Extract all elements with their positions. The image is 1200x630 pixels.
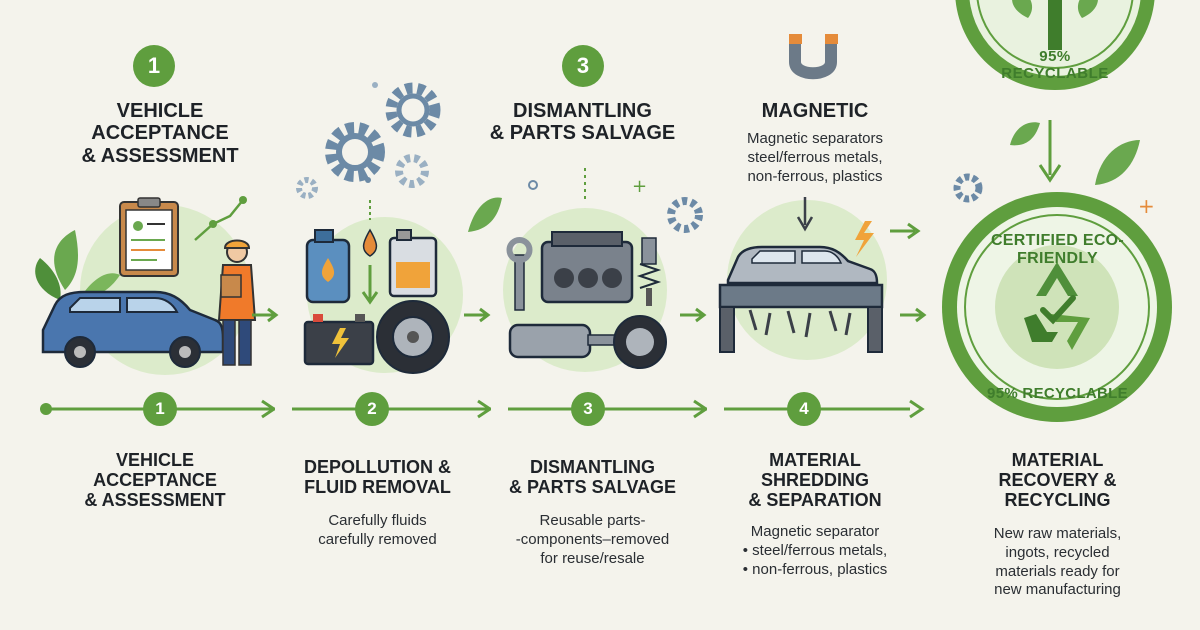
flow-arrow: [252, 307, 279, 323]
trend-line: [194, 199, 244, 241]
shredder-icon: [718, 283, 884, 353]
leaf-icon: [1010, 122, 1040, 146]
top-recyclable-badge: [955, 0, 1155, 90]
timeline-number-text: 2: [367, 399, 377, 418]
flow-arrow: [900, 307, 927, 323]
decorative-leaves: +: [1010, 120, 1155, 218]
bottom-step-1-title: VEHICLE ACCEPTANCE & ASSESSMENT: [84, 450, 226, 511]
badge-top-text: CERTIFIED ECO-FRIENDLY: [990, 232, 1125, 267]
depollution-illustration: [296, 82, 463, 374]
badge-bottom-text: 95% RECYCLABLE: [987, 385, 1128, 402]
top-step-3-title: DISMANTLING & PARTS SALVAGE: [489, 100, 676, 145]
gear-icon: [395, 154, 429, 188]
bottom-step-2-description: Carefully fluids carefully removed: [318, 512, 437, 548]
flow-arrow: [464, 307, 491, 323]
gear-icon: [325, 122, 385, 182]
gear-icon: [953, 173, 983, 203]
oil-drop-icon: [362, 228, 378, 257]
bottom-step-5-description: New raw materials, ingots, recycled mate…: [993, 525, 1122, 599]
leaf-icon: [468, 197, 502, 232]
leaf-icon: [1095, 140, 1140, 185]
top-step-4-description: Magnetic separators steel/ferrous metals…: [747, 130, 883, 185]
flow-arrow: [680, 307, 707, 323]
process-timeline: [40, 399, 925, 419]
gear-icon: [296, 177, 318, 199]
bottom-step-4-description: Magnetic separator • steel/ferrous metal…: [742, 523, 888, 578]
gear-icon: [667, 197, 703, 233]
worker-icon: [217, 239, 257, 366]
shredder-illustration: [718, 197, 921, 360]
bottom-step-3-description: Reusable parts- -components–removed for …: [515, 512, 670, 567]
step-number-badge-1: 1: [133, 45, 175, 87]
bottom-step-5-title: MATERIAL RECOVERY & RECYCLING: [998, 450, 1117, 511]
vehicle-acceptance-illustration: [35, 196, 257, 375]
eco-friendly-badge: [942, 192, 1172, 422]
shock-absorber-icon: [636, 237, 662, 306]
engine-icon: [540, 231, 634, 304]
bottom-step-3-title: DISMANTLING & PARTS SALVAGE: [508, 457, 676, 498]
svg-text:+: +: [632, 176, 647, 197]
top-badge-text: 95% RECYCLABLE: [1001, 48, 1109, 82]
lightning-icon: [855, 221, 874, 257]
battery-icon: [303, 314, 375, 366]
step-number-text: 3: [576, 53, 590, 78]
dismantling-illustration: +: [468, 168, 703, 372]
top-step-4-title: MAGNETIC: [761, 100, 869, 122]
magnet-icon: [789, 34, 838, 80]
tire-icon: [613, 315, 667, 369]
timeline-number-text: 3: [583, 399, 593, 418]
timeline-step-1: 1: [143, 392, 177, 426]
timeline-step-2: 2: [355, 392, 389, 426]
car-icon: [726, 245, 879, 285]
step-number-badge-3: 3: [562, 45, 604, 87]
step-number-text: 1: [147, 53, 161, 78]
clipboard-icon: [119, 197, 179, 277]
transmission-icon: [508, 323, 619, 359]
timeline-number-text: 1: [155, 399, 165, 418]
tree-icon: [1012, 0, 1098, 50]
timeline-step-3: 3: [571, 392, 605, 426]
top-step-1-title: VEHICLE ACCEPTANCE & ASSESSMENT: [81, 100, 239, 167]
bottom-step-2-title: DEPOLLUTION & FLUID REMOVAL: [304, 457, 451, 498]
tire-icon: [376, 300, 450, 374]
recycle-icon: [1024, 262, 1090, 350]
timeline-number-text: 4: [799, 399, 809, 418]
gear-icon: [385, 82, 441, 138]
oil-can-icon: [305, 229, 351, 304]
svg-text:+: +: [1138, 194, 1155, 218]
fluid-canister-icon: [388, 229, 438, 298]
timeline-step-4: 4: [787, 392, 821, 426]
wrench-icon: [506, 237, 533, 311]
bottom-step-4-title: MATERIAL SHREDDING & SEPARATION: [748, 450, 882, 511]
